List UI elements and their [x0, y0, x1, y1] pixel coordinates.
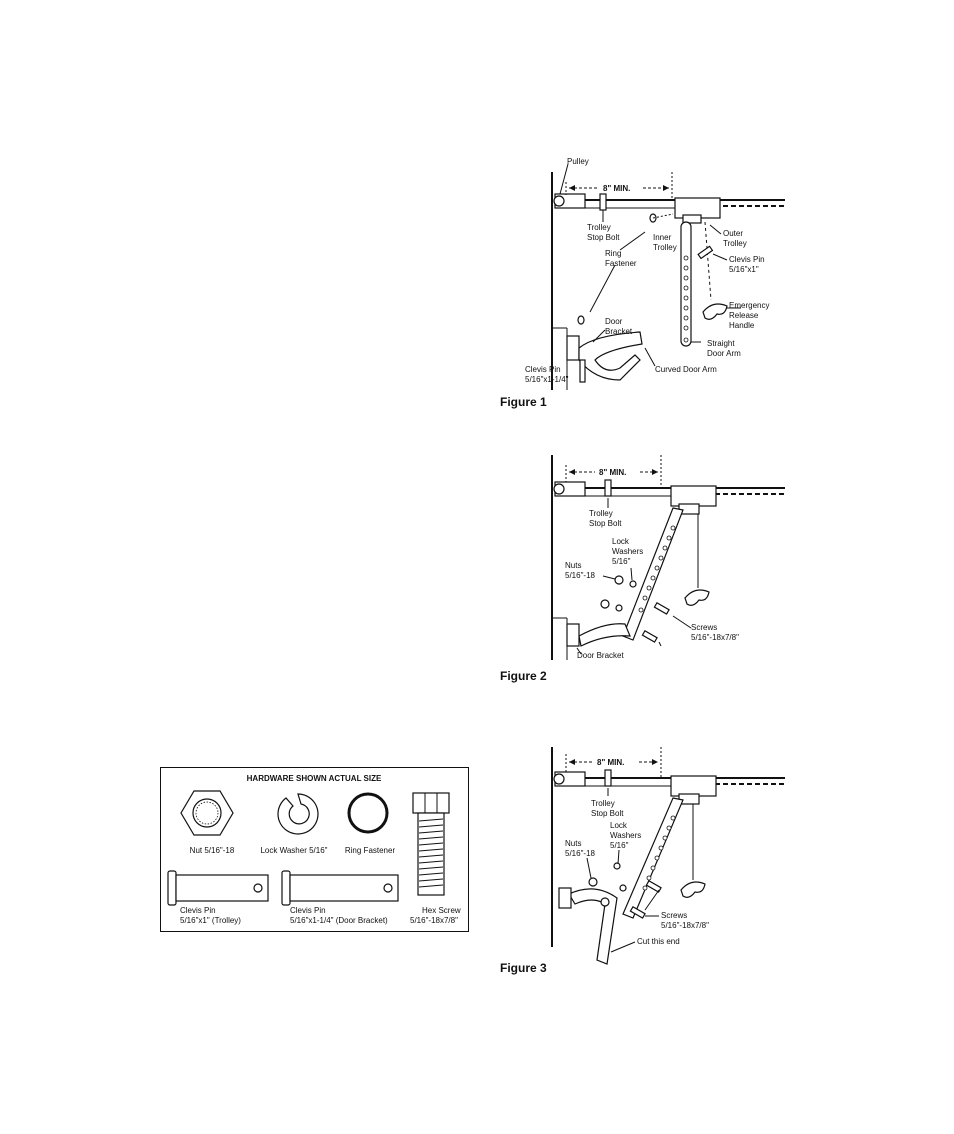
curved-door-arm [568, 888, 618, 965]
hex-screw-icon [412, 792, 450, 896]
inner-trolley-label: Inner [653, 233, 672, 242]
inner-trolley-label-2: Trolley [653, 243, 677, 252]
trolley-stop-bolt [604, 479, 612, 497]
curved-door-arm [578, 331, 643, 381]
screws-label-2: 5/16"-18x7/8" [661, 921, 709, 930]
clevis-pin-label: Clevis Pin [729, 255, 765, 264]
clevis-pin-trolley-size: 5/16"x1" (Trolley) [180, 916, 241, 925]
trolley-stop-bolt-label: Trolley [587, 223, 611, 232]
figure-1-caption: Figure 1 [500, 395, 547, 409]
lock-washer [629, 580, 637, 588]
min-spacing-label: 8" MIN. [599, 468, 626, 477]
cut-end-label: Cut this end [637, 937, 680, 946]
lock-washers-label-2: Washers [612, 547, 643, 556]
outer-trolley-label: Outer [723, 229, 743, 238]
door-bracket [566, 623, 580, 647]
lock-washers-label: Lock [610, 821, 628, 830]
clevis-pin-bracket-icon [281, 870, 399, 906]
screw [629, 905, 646, 919]
nut [600, 897, 610, 907]
lock-washers-label-3: 5/16" [610, 841, 629, 850]
trolley-stop-bolt-label: Trolley [591, 799, 615, 808]
trolley [670, 775, 717, 797]
screws-label: Screws [691, 623, 717, 632]
nuts-label-2: 5/16"-18 [565, 849, 596, 858]
figure-3-caption: Figure 3 [500, 961, 547, 975]
clevis-pin-bracket-size-label: 5/16"x1-1/4" [525, 375, 569, 384]
door-bracket-label: Door [605, 317, 623, 326]
emergency-release-label-2: Release [729, 311, 759, 320]
curved-arm-label: Curved Door Arm [655, 365, 717, 374]
emergency-release-label-3: Handle [729, 321, 755, 330]
screws-label: Screws [661, 911, 687, 920]
door-bracket [566, 335, 580, 361]
figure-2: 8" MIN. Trolley Stop Bolt Lock Washers 5… [500, 455, 785, 683]
emergency-release-label: Emergency [729, 301, 769, 310]
figure-2-caption: Figure 2 [500, 669, 547, 683]
door-bracket-label-2: Bracket [605, 327, 633, 336]
screws-label-2: 5/16"-18x7/8" [691, 633, 739, 642]
lock-washers-label-3: 5/16" [612, 557, 631, 566]
trolley-stop-bolt-label-2: Stop Bolt [589, 519, 622, 528]
nut [614, 575, 624, 585]
lock-washers-label: Lock [612, 537, 630, 546]
nut-label: Nut 5/16"-18 [190, 846, 235, 855]
screw [645, 879, 662, 893]
min-spacing-label: 8" MIN. [603, 184, 630, 193]
straight-door-arm [680, 221, 692, 347]
lock-washer [613, 862, 621, 870]
hardware-box: HARDWARE SHOWN ACTUAL SIZE Nut 5/16"-18 … [160, 767, 469, 932]
emergency-release-handle [702, 303, 728, 320]
min-spacing-label: 8" MIN. [597, 758, 624, 767]
trolley-stop-bolt-label: Trolley [589, 509, 613, 518]
screw [641, 629, 658, 643]
trolley [670, 485, 717, 507]
trolley-stop-bolt-label-2: Stop Bolt [591, 809, 624, 818]
figure-3: 8" MIN. Trolley Stop Bolt Lock Washers 5… [500, 747, 785, 975]
ring-fastener-label: Ring [605, 249, 621, 258]
lock-washers-label-2: Washers [610, 831, 641, 840]
lock-washer-label: Lock Washer 5/16" [260, 846, 327, 855]
emergency-release-handle [680, 881, 706, 898]
trolley-stop-bolt [604, 769, 612, 787]
trolley-stop-bolt-label-2: Stop Bolt [587, 233, 620, 242]
door-bracket-label: Door Bracket [577, 651, 624, 660]
ring-fastener-label: Ring Fastener [345, 846, 396, 855]
hex-screw-size: 5/16"-18x7/8" [410, 916, 458, 925]
nut [588, 877, 598, 887]
nuts-label-2: 5/16"-18 [565, 571, 596, 580]
clevis-pin-bracket-label: Clevis Pin [290, 906, 326, 915]
lock-washer [615, 604, 623, 612]
trolley-stop-bolt [599, 193, 607, 211]
straight-arm-label-2: Door Arm [707, 349, 741, 358]
ring-fastener-icon [347, 792, 389, 834]
pulley-label: Pulley [567, 157, 589, 166]
nut [600, 599, 610, 609]
clevis-pin-size-label: 5/16"x1" [729, 265, 759, 274]
ring-fastener-label-2: Fastener [605, 259, 637, 268]
outer-trolley-label-2: Trolley [723, 239, 747, 248]
door-bracket [558, 887, 572, 909]
nuts-label: Nuts [565, 839, 581, 848]
figure-1: 8" MIN. Pulley Trolley Stop Bolt Inner T… [500, 157, 785, 409]
straight-door-arm [622, 507, 684, 641]
screw [653, 601, 670, 615]
emergency-release-handle [684, 589, 710, 606]
nuts-label: Nuts [565, 561, 581, 570]
clevis-pin-bracket-label: Clevis Pin [525, 365, 561, 374]
clevis-pin-trolley-icon [167, 870, 269, 906]
curved-door-arm [578, 623, 631, 647]
lock-washer-icon [277, 793, 319, 835]
lock-washer [619, 884, 627, 892]
clevis-pin-bracket-size: 5/16"x1-1/4" (Door Bracket) [290, 916, 388, 925]
hardware-title: HARDWARE SHOWN ACTUAL SIZE [247, 774, 382, 783]
hex-screw-label: Hex Screw [422, 906, 461, 915]
straight-arm-label: Straight [707, 339, 735, 348]
clevis-pin-trolley-label: Clevis Pin [180, 906, 216, 915]
